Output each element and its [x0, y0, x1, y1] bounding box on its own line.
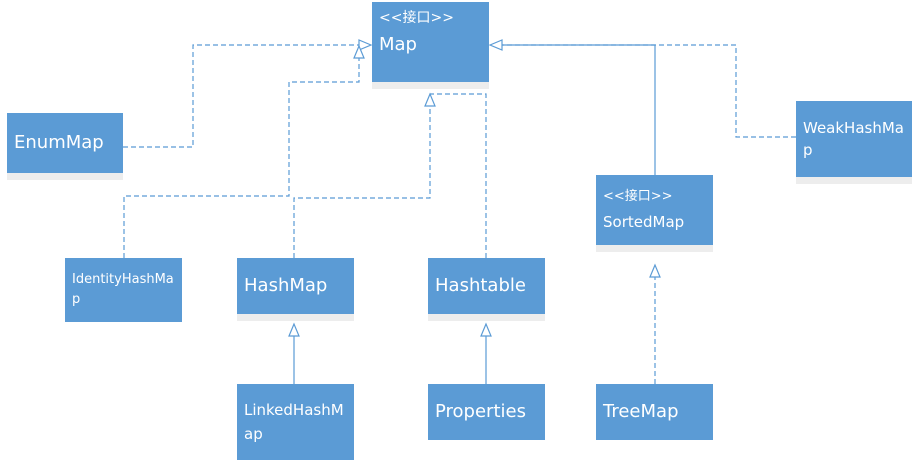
- arrowhead-treemap-sortedmap: [649, 263, 661, 278]
- properties-label: Properties: [435, 401, 526, 422]
- node-treemap[interactable]: TreeMap: [596, 384, 713, 440]
- node-properties[interactable]: Properties: [428, 384, 545, 440]
- node-sortedmap[interactable]: <<接口>> SortedMap: [596, 175, 713, 245]
- edge-hashmap-to-map: [293, 106, 431, 258]
- edge-identityhashmap-to-map: [123, 58, 360, 258]
- linkedhashmap-label: LinkedHashMap: [244, 401, 344, 443]
- hashmap-label: HashMap: [244, 275, 328, 296]
- map-label: Map: [379, 34, 417, 55]
- arrowhead-identityhashmap-map: [353, 44, 365, 59]
- enummap-label: EnumMap: [14, 132, 104, 153]
- map-stereotype: <<接口>>: [379, 10, 454, 26]
- arrowhead-properties-hashtable: [480, 322, 492, 337]
- edge-weakhashmap-to-map: [502, 44, 796, 138]
- arrowhead-hashmap-map: [424, 92, 436, 107]
- node-linkedhashmap[interactable]: LinkedHashMap: [237, 384, 354, 460]
- node-identityhashmap[interactable]: IdentityHashMap: [65, 258, 182, 322]
- node-enummap[interactable]: EnumMap: [7, 113, 123, 173]
- hashtable-label: Hashtable: [435, 275, 526, 296]
- node-map[interactable]: <<接口>> Map: [372, 2, 489, 82]
- sortedmap-label: SortedMap: [603, 213, 685, 231]
- edge-enummap-to-map: [123, 44, 359, 148]
- weakhashmap-label: WeakHashMap: [803, 119, 904, 159]
- treemap-label: TreeMap: [603, 401, 679, 422]
- node-weakhashmap[interactable]: WeakHashMap: [796, 101, 912, 177]
- node-hashtable[interactable]: Hashtable: [428, 258, 545, 314]
- edge-hashtable-to-map: [430, 93, 487, 258]
- arrowhead-weakhashmap-map: [488, 39, 503, 51]
- arrowhead-enummap-map: [358, 39, 373, 51]
- sortedmap-stereotype: <<接口>>: [603, 189, 673, 204]
- identityhashmap-label: IdentityHashMap: [72, 272, 174, 307]
- arrowhead-linkedhashmap-hashmap: [288, 322, 300, 337]
- edge-sortedmap-to-map: [502, 44, 656, 175]
- node-hashmap[interactable]: HashMap: [237, 258, 354, 314]
